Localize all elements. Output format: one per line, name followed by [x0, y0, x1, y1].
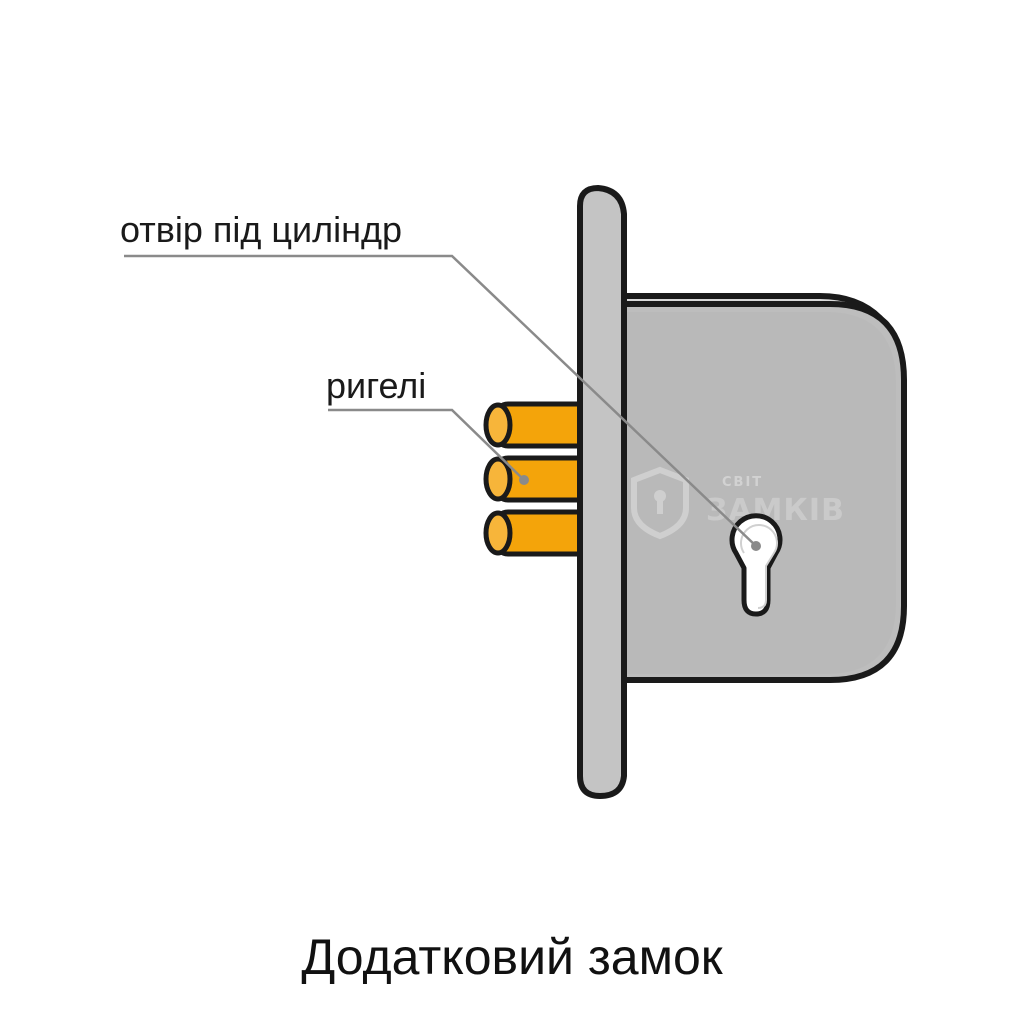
bolt-bottom	[483, 509, 605, 557]
bolt-bottom-end	[483, 510, 513, 556]
bolt-middle-end	[483, 456, 513, 502]
faceplate-plate	[577, 185, 627, 799]
leader-dot-cylinder	[751, 541, 761, 551]
cylinder-hole	[729, 513, 783, 617]
lock-case	[609, 293, 907, 683]
label-cylinder-hole: отвір під циліндр	[120, 209, 402, 250]
lock-case-front	[620, 312, 896, 674]
bolt-top-end	[483, 402, 513, 448]
leader-line-cylinder	[124, 254, 757, 547]
leader-dot-bolts	[519, 475, 529, 485]
shield-keyhole-icon	[631, 466, 689, 540]
keyhole-inner	[740, 524, 778, 609]
label-bolts: ригелі	[326, 365, 426, 406]
bolts	[483, 401, 605, 557]
leader-lines	[124, 254, 761, 551]
watermark-small: СВІТ	[722, 475, 763, 490]
diagram-title: Додатковий замок	[301, 929, 723, 985]
faceplate	[577, 185, 627, 799]
keyhole-icon	[729, 513, 783, 617]
leader-line-bolts	[328, 408, 525, 481]
bolt-top	[483, 401, 605, 449]
bolt-middle	[483, 455, 605, 503]
